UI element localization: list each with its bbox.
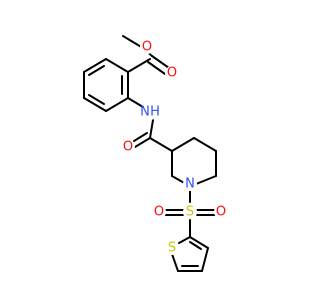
atom-piperidine-n: N [183, 177, 197, 192]
thiophene-s-label: S [168, 241, 176, 256]
bond-methyl-o [122, 35, 144, 49]
atom-sulfonyl-o-right: O [214, 205, 228, 220]
bond-ring-nh [127, 97, 144, 108]
bond-benzene-2 [105, 97, 129, 112]
atom-labels: O O N H O N S O O [121, 40, 228, 256]
bond-pip-4 [195, 175, 217, 185]
bond-pip-2 [193, 137, 217, 152]
atom-thiophene-s: S [165, 241, 179, 256]
bond-th-4 [201, 247, 209, 272]
ester-o-single-label: O [142, 40, 152, 55]
bond-benzene-5 [83, 58, 107, 73]
bond-benzene-6 [105, 58, 129, 73]
bond-benzene-inner-3 [88, 65, 105, 76]
bond-nh-amide [149, 119, 154, 139]
atom-ester-o-single: O [140, 40, 154, 55]
sulfonyl-o-right-label: O [216, 205, 226, 220]
bond-pip-1 [171, 137, 195, 152]
bond-th-inner-2 [189, 241, 202, 250]
sulfonyl-s-label: S [186, 205, 194, 220]
bond-amide-double-b [133, 132, 148, 142]
sulfonyl-o-left-label: O [154, 205, 164, 220]
atom-sulfonyl-s: S [183, 205, 197, 220]
bond-amide-double-a [134, 137, 151, 148]
bond-th-5 [189, 236, 209, 249]
molecule-structure: O O N H O N S O O [83, 35, 228, 272]
piperidine-n-label: N [185, 177, 195, 192]
bond-carbonyl-double-b [147, 61, 166, 75]
amide-n-label: N [140, 105, 150, 120]
bond-th-1 [178, 236, 191, 244]
bond-carbonyl-ring [127, 58, 151, 73]
atom-amide-o: O [121, 140, 135, 155]
bond-th-2 [171, 253, 179, 272]
bond-benzene-3 [83, 97, 107, 112]
bond-amide-pip [149, 137, 173, 152]
bonds [83, 35, 217, 272]
atom-sulfonyl-o-left: O [152, 205, 166, 220]
atom-ester-o-double: O [165, 66, 179, 81]
amide-o-label: O [123, 140, 133, 155]
bond-benzene-inner-2 [88, 94, 105, 105]
ester-o-double-label: O [167, 66, 177, 81]
bond-carbonyl-double-a [151, 55, 170, 69]
atom-amide-n: N H [140, 104, 160, 120]
amide-h-label: H [150, 105, 160, 120]
